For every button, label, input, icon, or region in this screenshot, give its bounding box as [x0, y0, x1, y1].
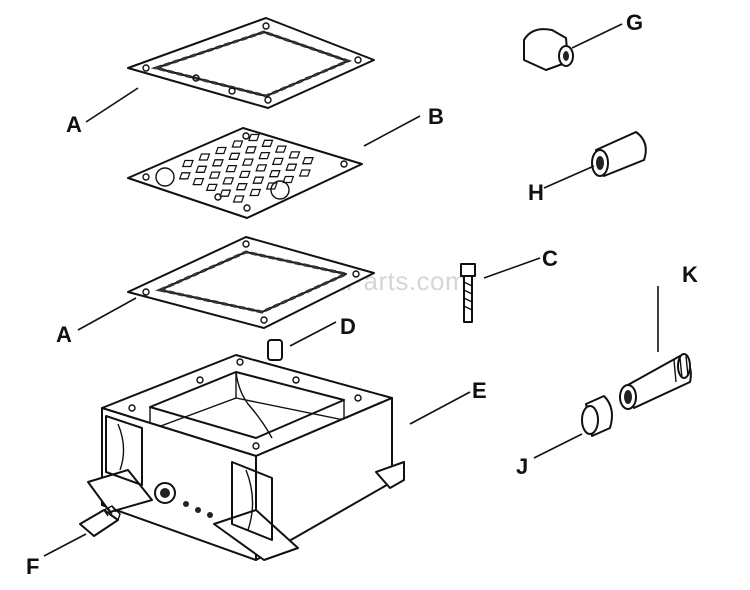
plate-slot: [178, 172, 191, 180]
plate-slot: [247, 133, 260, 142]
plate-slot: [231, 140, 244, 148]
gasket-bottom: [127, 236, 375, 329]
plate-slot: [244, 146, 257, 154]
leader-a-top: [85, 87, 139, 123]
leader-f: [43, 533, 87, 557]
leader-b: [363, 115, 421, 147]
plate-slot: [238, 170, 251, 179]
gasket-top: [127, 17, 375, 109]
leader-e: [409, 391, 471, 425]
callout-j: J: [516, 454, 528, 479]
callout-b: B: [428, 104, 444, 129]
plate-slot: [228, 152, 241, 160]
coupling: [591, 131, 647, 177]
plate-slot: [249, 188, 262, 197]
plate-slot: [195, 165, 208, 173]
leader-a-bottom: [77, 297, 137, 331]
pipe-cap: [581, 395, 613, 437]
bolt: [460, 263, 476, 323]
callout-a-top: A: [66, 112, 82, 137]
plate-slot: [205, 183, 218, 192]
plate-slot: [181, 159, 194, 168]
plate-slot: [208, 171, 221, 179]
plate-slot: [241, 158, 254, 166]
plate-slot: [219, 189, 232, 197]
callout-f: F: [26, 554, 39, 579]
callout-e: E: [472, 378, 487, 403]
plate-slot: [298, 169, 311, 177]
pipe-nipple: [619, 353, 692, 410]
plate-slot: [225, 164, 238, 173]
plate-slot: [211, 159, 224, 167]
leader-c: [483, 257, 541, 279]
elbow-fitting: [523, 28, 574, 71]
plate-slot: [255, 164, 268, 172]
plate-slot: [192, 177, 205, 186]
plate-slot: [282, 175, 295, 184]
plate-slot: [252, 176, 265, 184]
callout-c: C: [542, 246, 558, 271]
leader-g: [571, 23, 623, 49]
plate-slot: [235, 183, 248, 191]
callout-d: D: [340, 314, 356, 339]
valve-body: [87, 354, 405, 561]
leader-j: [533, 433, 583, 459]
callout-a-bottom: A: [56, 322, 72, 347]
plate-slot: [232, 195, 245, 203]
plate-slot: [301, 157, 314, 165]
plate-slot: [274, 145, 287, 153]
pipe-plug: [79, 505, 121, 537]
callout-g: G: [626, 10, 643, 35]
plate-slot: [214, 146, 227, 155]
valve-plate: [127, 127, 363, 219]
plate-slot: [261, 139, 274, 147]
plate-slot: [285, 163, 298, 171]
plate-slot: [258, 151, 271, 160]
callout-h: H: [528, 180, 544, 205]
leader-h: [543, 165, 595, 189]
callout-k: K: [682, 262, 698, 287]
plate-slot: [271, 157, 284, 166]
plate-slot: [198, 153, 211, 161]
plate-slot: [288, 151, 301, 159]
plate-slot: [268, 170, 281, 178]
dowel-pin: [267, 339, 283, 361]
leader-d: [289, 321, 337, 347]
plate-slot: [222, 177, 235, 185]
